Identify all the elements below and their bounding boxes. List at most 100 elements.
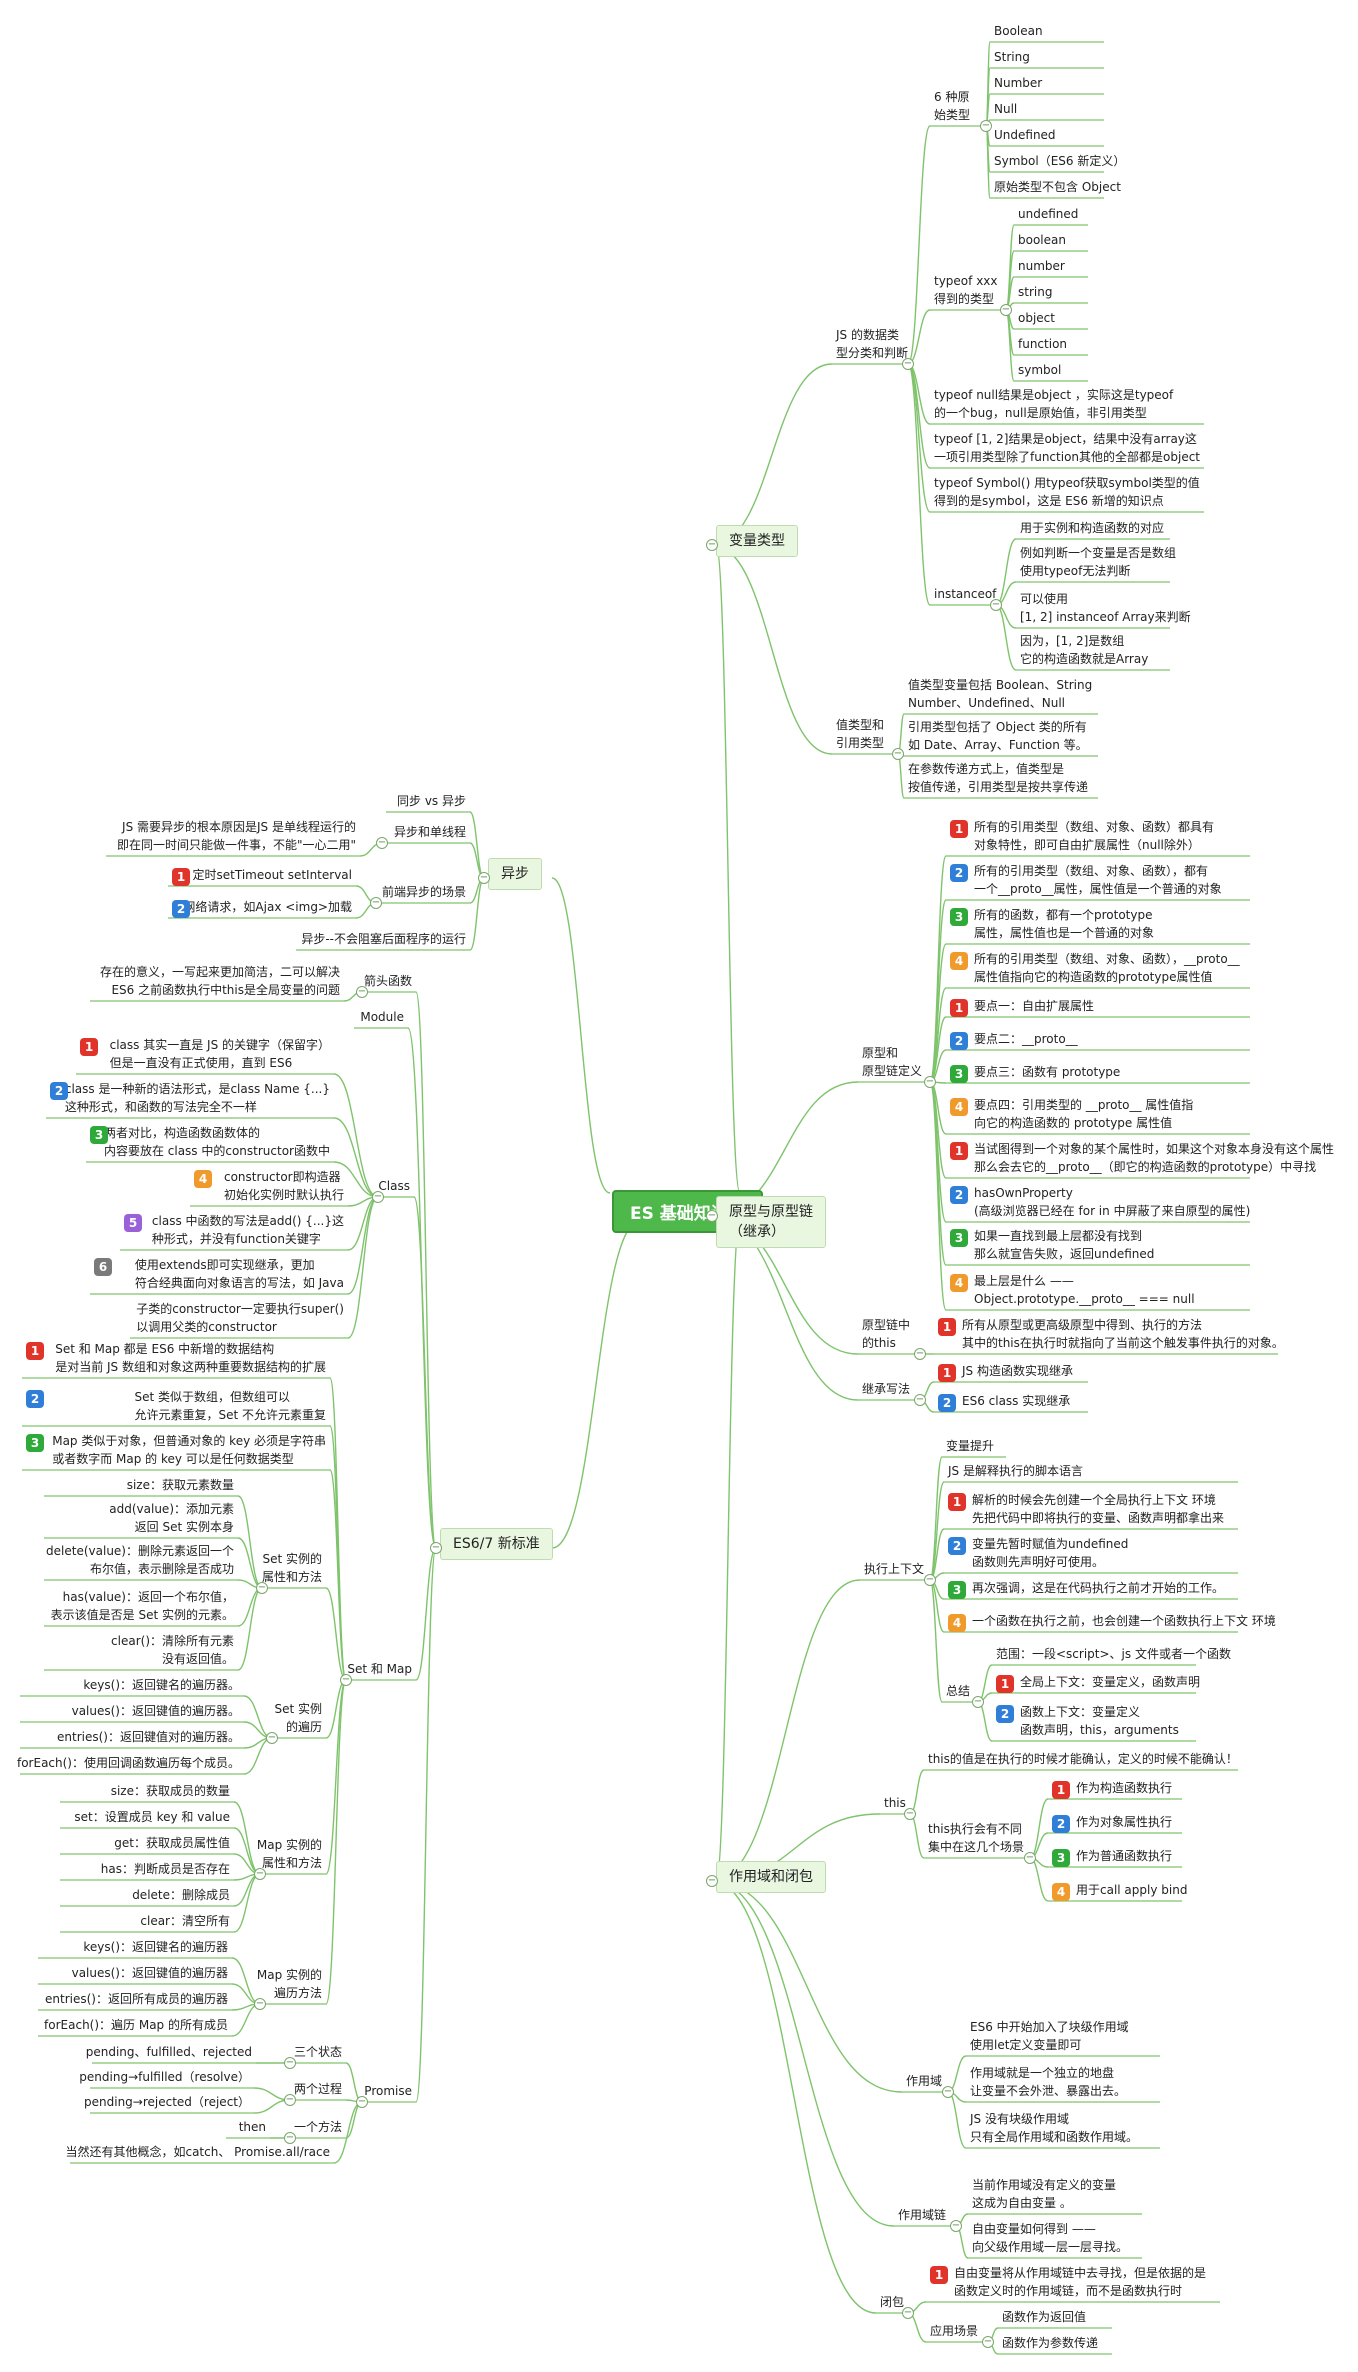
collapse-toggle-icon[interactable]: −	[706, 1210, 718, 1222]
number-badge-5-icon: 5	[124, 1214, 142, 1232]
node-map-attributes-text: Map 实例的 属性和方法	[256, 1838, 322, 1870]
collapse-toggle-icon[interactable]: −	[1000, 304, 1012, 316]
branch-scope-closure[interactable]: 作用域和闭包	[716, 1861, 826, 1893]
node-set-map-text: Set 和 Map	[347, 1662, 412, 1676]
collapse-toggle-icon[interactable]: −	[950, 2220, 962, 2232]
connector-curve	[347, 1196, 379, 1339]
branch-variable-types[interactable]: 变量类型	[716, 525, 798, 557]
value-ref-item: 在参数传递方式上，值类型是 按值传递，引用类型是按共享传递	[908, 760, 1088, 796]
connector-curve	[551, 1220, 641, 1549]
scope-item: ES6 中开始加入了块级作用域 使用let定义变量即可	[970, 2018, 1129, 2054]
number-badge-3-icon: 3	[950, 908, 968, 926]
collapse-toggle-icon[interactable]: −	[914, 1348, 926, 1360]
branch-prototype[interactable]: 原型与原型链 （继承）	[716, 1196, 826, 1248]
scope-chain-item: 当前作用域没有定义的变量 这成为自由变量 。	[972, 2176, 1116, 2212]
context-hoisting: 变量提升	[946, 1437, 994, 1455]
prototype-this-item-text: 所有从原型或更高级原型中得到、执行的方法 其中的this在执行时就指向了当前这个…	[962, 1318, 1284, 1350]
collapse-toggle-icon[interactable]: −	[254, 1868, 266, 1880]
number-badge-6-icon: 6	[94, 1258, 112, 1276]
collapse-toggle-icon[interactable]: −	[706, 1875, 718, 1887]
collapse-toggle-icon[interactable]: −	[902, 2307, 914, 2319]
branch-scope-closure-label: 作用域和闭包	[729, 1869, 813, 1885]
value-ref-item: 值类型变量包括 Boolean、String Number、Undefined、…	[908, 676, 1092, 712]
number-badge-4-icon: 4	[948, 1614, 966, 1632]
collapse-toggle-icon[interactable]: −	[924, 1076, 936, 1088]
async-sync-vs-async: 同步 vs 异步	[397, 792, 466, 810]
collapse-toggle-icon[interactable]: −	[892, 748, 904, 760]
prototype-rule-item-text: 要点三：函数有 prototype	[974, 1065, 1121, 1079]
connector-curve	[907, 125, 931, 365]
usage-item: 函数作为参数传递	[1002, 2334, 1098, 2352]
collapse-toggle-icon[interactable]: −	[356, 2096, 368, 2108]
set-iteration-item-text: keys()：返回键名的遍历器。	[83, 1678, 240, 1692]
closure-item: 自由变量将从作用域链中去寻找，但是依据的是 函数定义时的作用域链，而不是函数执行…	[954, 2264, 1206, 2300]
node-value-ref: 值类型和 引用类型	[836, 716, 884, 752]
collapse-toggle-icon[interactable]: −	[266, 1732, 278, 1744]
connector-curve	[929, 1081, 947, 1311]
collapse-toggle-icon[interactable]: −	[370, 897, 382, 909]
collapse-toggle-icon[interactable]: −	[340, 1674, 352, 1686]
map-iteration-item-text: keys()：返回键名的遍历器	[83, 1940, 228, 1954]
collapse-toggle-icon[interactable]: −	[372, 1191, 384, 1203]
value-ref-item-text: 在参数传递方式上，值类型是 按值传递，引用类型是按共享传递	[908, 762, 1089, 794]
collapse-toggle-icon[interactable]: −	[914, 1394, 926, 1406]
set-iteration-item: entries()：返回键值对的遍历器。	[57, 1728, 240, 1746]
collapse-toggle-icon[interactable]: −	[376, 837, 388, 849]
collapse-toggle-icon[interactable]: −	[256, 1582, 268, 1594]
typeof-value-item-text: symbol	[1018, 363, 1062, 377]
collapse-toggle-icon[interactable]: −	[356, 986, 368, 998]
primitive-type-item-text: Symbol（ES6 新定义）	[994, 154, 1126, 168]
collapse-toggle-icon[interactable]: −	[972, 1696, 984, 1708]
prototype-rule-item: 要点二：__proto__	[974, 1030, 1078, 1048]
number-badge-1-icon: 1	[950, 999, 968, 1017]
collapse-toggle-icon[interactable]: −	[430, 1542, 442, 1554]
set-attribute-item: has(value)：返回一个布尔值， 表示该值是否是 Set 实例的元素。	[51, 1588, 234, 1624]
collapse-toggle-icon[interactable]: −	[284, 2132, 296, 2144]
collapse-toggle-icon[interactable]: −	[478, 872, 490, 884]
instanceof-item-text: 用于实例和构造函数的对应	[1020, 521, 1165, 535]
this-scene-item-text: 作为普通函数执行	[1076, 1849, 1173, 1863]
typeof-value-item-text: boolean	[1018, 233, 1066, 247]
node-set-attributes: Set 实例的 属性和方法	[262, 1550, 322, 1586]
collapse-toggle-icon[interactable]: −	[942, 2086, 954, 2098]
branch-async[interactable]: 异步	[488, 858, 542, 890]
badge-number: 2	[1056, 1817, 1066, 1831]
this-scene-item: 作为对象属性执行	[1076, 1813, 1172, 1831]
prototype-rule-item-text: 所有的引用类型（数组、对象、函数），都有 一个__proto__属性，属性值是一…	[974, 864, 1222, 896]
set-iteration-item-text: values()：返回键值的遍历器。	[71, 1704, 240, 1718]
collapse-toggle-icon[interactable]: −	[1024, 1852, 1036, 1864]
closure-item-text: 自由变量将从作用域链中去寻找，但是依据的是 函数定义时的作用域链，而不是函数执行…	[954, 2266, 1207, 2298]
badge-number: 1	[942, 1366, 952, 1380]
badge-number: 4	[954, 1276, 964, 1290]
collapse-toggle-icon[interactable]: −	[706, 539, 718, 551]
collapse-toggle-icon[interactable]: −	[284, 2094, 296, 2106]
typeof-note-text: typeof null结果是object ，实际这是typeof 的一个bug，…	[934, 388, 1174, 420]
node-prototype-definition: 原型和 原型链定义	[862, 1044, 922, 1080]
summary-item-text: 范围：一段<script>、js 文件或者一个函数	[996, 1647, 1231, 1661]
badge-number: 1	[84, 1040, 94, 1054]
this-scene-item-text: 用于call apply bind	[1076, 1883, 1188, 1897]
collapse-toggle-icon[interactable]: −	[902, 358, 914, 370]
promise-method-item: then	[239, 2118, 266, 2136]
node-summary-text: 总结	[946, 1684, 971, 1698]
branch-es6[interactable]: ES6/7 新标准	[440, 1528, 553, 1560]
node-map-iteration: Map 实例的 遍历方法	[257, 1966, 322, 2002]
collapse-toggle-icon[interactable]: −	[284, 2057, 296, 2069]
collapse-toggle-icon[interactable]: −	[982, 2336, 994, 2348]
node-set-attributes-text: Set 实例的 属性和方法	[261, 1552, 322, 1584]
inheritance-item: ES6 class 实现继承	[962, 1392, 1070, 1410]
collapse-toggle-icon[interactable]: −	[990, 599, 1002, 611]
connector-curve	[329, 1469, 347, 1681]
collapse-toggle-icon[interactable]: −	[924, 1574, 936, 1586]
map-attribute-item-text: size：获取成员的数量	[110, 1784, 230, 1798]
connector-curve	[907, 363, 931, 469]
badge-number: 3	[1056, 1851, 1066, 1865]
badge-number: 1	[30, 1344, 40, 1358]
number-badge-3-icon: 3	[1052, 1849, 1070, 1867]
collapse-toggle-icon[interactable]: −	[904, 1808, 916, 1820]
promise-process-item: pending→rejected（reject）	[84, 2093, 250, 2111]
collapse-toggle-icon[interactable]: −	[980, 120, 992, 132]
collapse-toggle-icon[interactable]: −	[254, 1998, 266, 2010]
badge-number: 3	[94, 1128, 104, 1142]
badge-number: 1	[1056, 1783, 1066, 1797]
